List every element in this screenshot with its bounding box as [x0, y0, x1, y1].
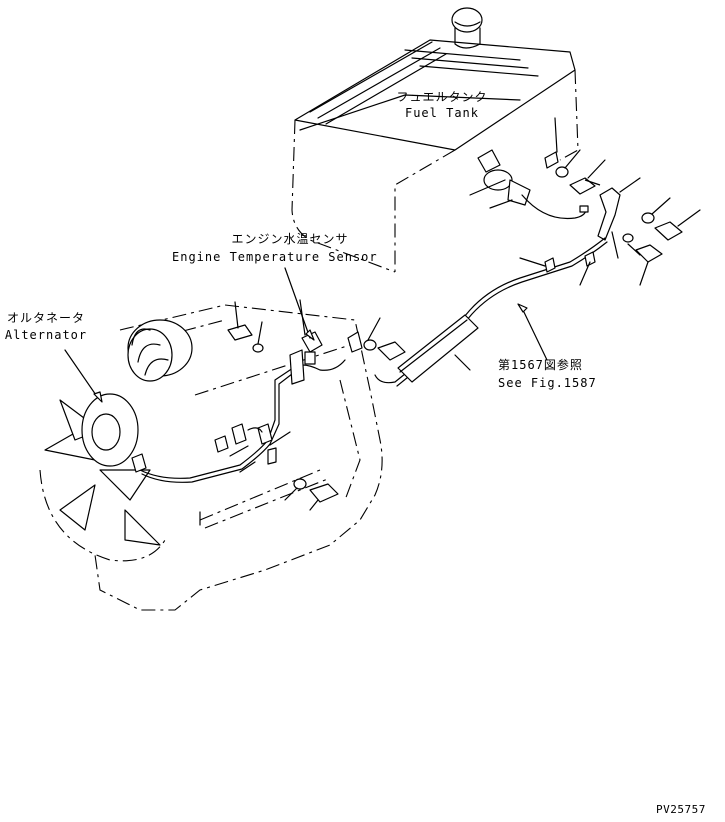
engine-temp-sensor-label-jp: エンジン水温センサ — [231, 232, 349, 246]
engine-outline — [94, 304, 383, 611]
fuel-tank — [291, 7, 579, 273]
see-fig-label-en: See Fig.1587 — [498, 376, 597, 390]
see-fig-label-jp: 第1567図参照 — [498, 358, 583, 372]
alternator-label-en: Alternator — [4, 328, 88, 342]
fuel-tank-label-jp: フュエルタンク — [396, 90, 488, 104]
fan — [39, 393, 166, 562]
tank-hardware — [544, 117, 701, 286]
engine-bolts — [227, 299, 406, 511]
engine-temp-sensor-label-en: Engine Temperature Sensor — [172, 250, 378, 264]
drawing-code: PV25757 — [656, 803, 706, 816]
alternator — [127, 319, 193, 382]
engine-harness — [131, 331, 346, 483]
sender-harness — [374, 237, 608, 387]
fuel-tank-label-en: Fuel Tank — [404, 106, 480, 120]
alternator-label-jp: オルタネータ — [6, 311, 85, 325]
fuel-level-sender — [469, 149, 589, 220]
label-leaders — [64, 267, 315, 403]
